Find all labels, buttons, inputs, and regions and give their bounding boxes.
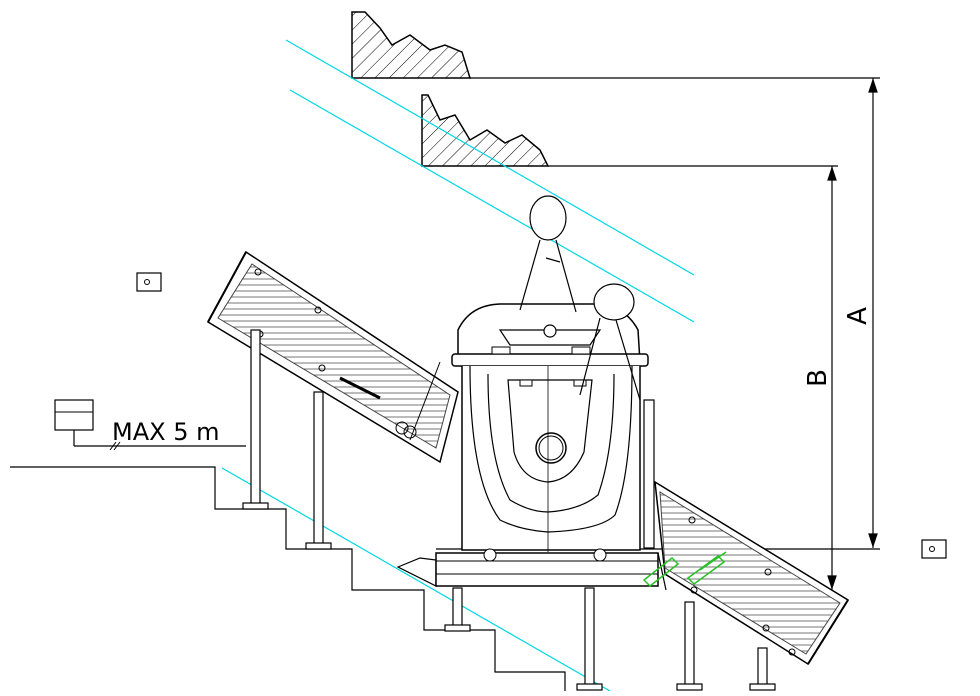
call-station-icon: [921, 539, 947, 559]
dimension-a: [868, 78, 878, 548]
lift-cabin: [451, 303, 655, 562]
green-markers: [642, 551, 727, 588]
lower-ceiling-hatch: [421, 94, 838, 167]
dimension-a-label: A: [843, 307, 873, 325]
call-station-icon: [136, 272, 162, 292]
platform-base: [396, 552, 667, 591]
upper-folded-ramp: [206, 250, 459, 464]
cable-length-label: MAX 5 m: [112, 418, 219, 446]
dimension-b-label: B: [803, 369, 833, 387]
seated-person-icon: [519, 195, 641, 401]
cyan-guide-lines: [221, 39, 695, 692]
support-posts: [242, 329, 776, 691]
dimension-b: [827, 166, 837, 590]
control-box-icon: [54, 399, 246, 451]
lower-folded-ramp: [654, 480, 850, 666]
upper-ceiling-hatch: [351, 11, 880, 79]
